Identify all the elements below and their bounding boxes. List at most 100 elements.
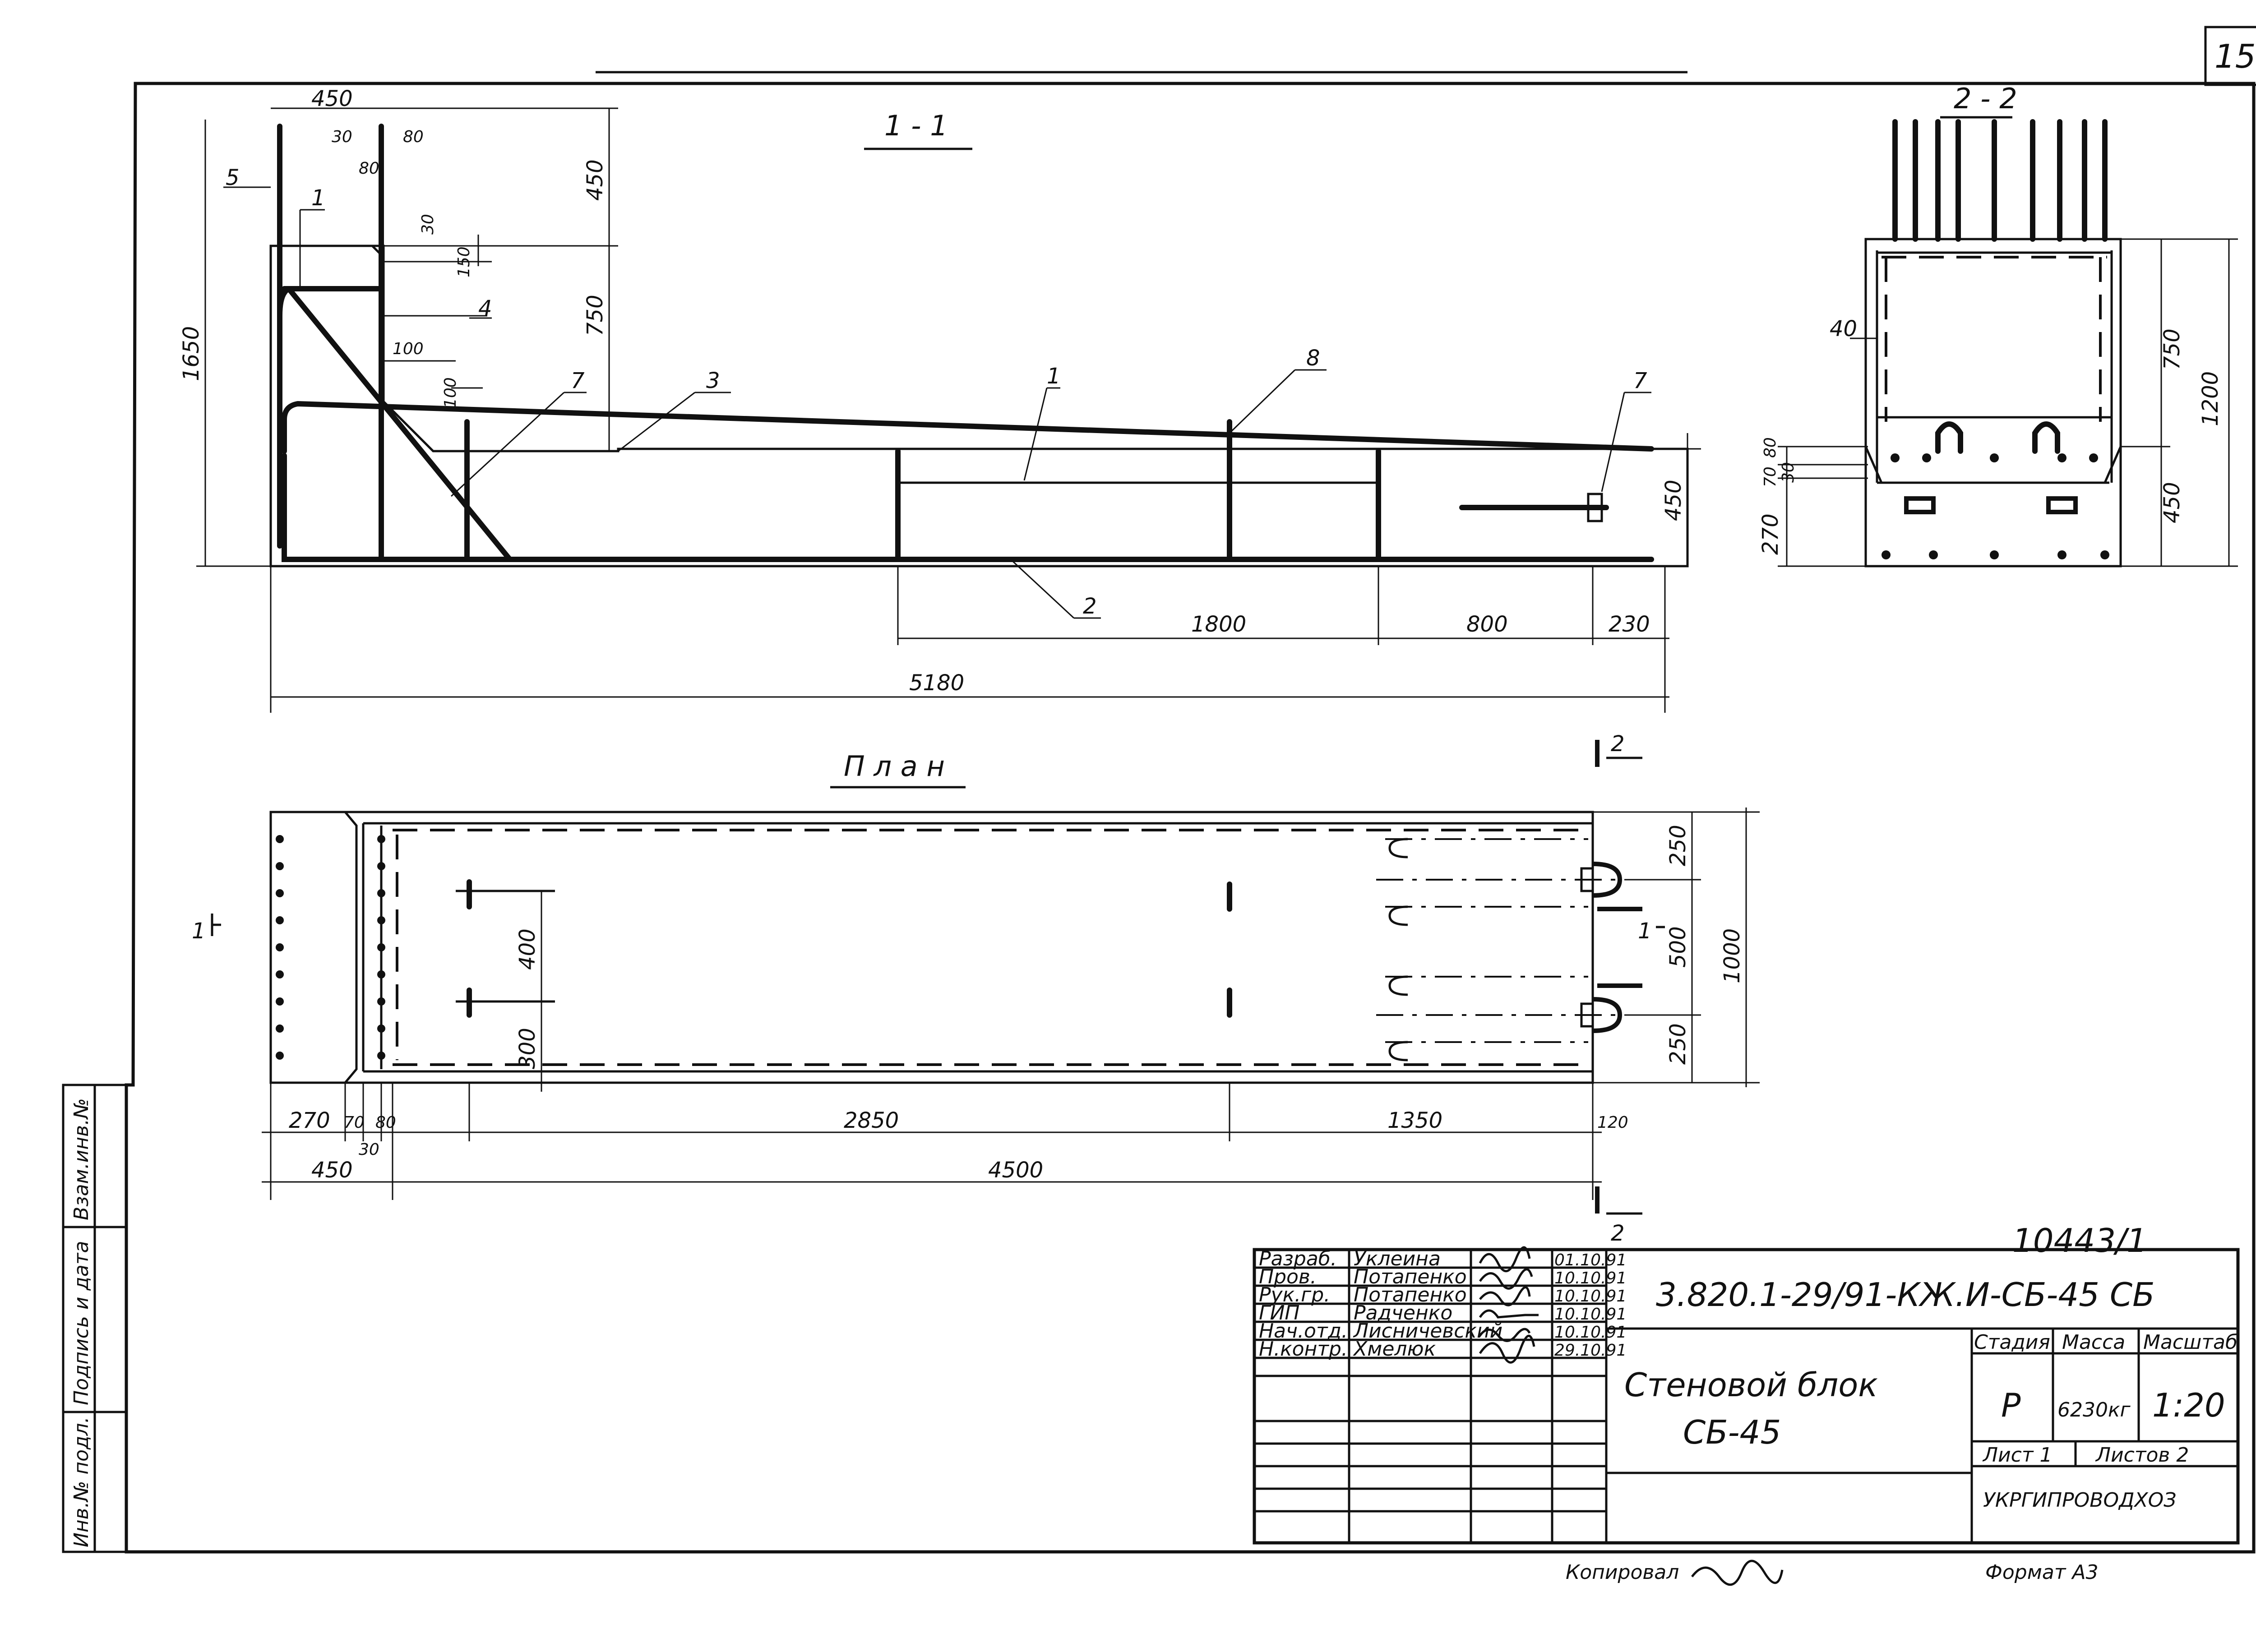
tb-name-4: Лисничевский	[1353, 1320, 1502, 1343]
tb-name-2: Потапенко	[1354, 1283, 1467, 1306]
plan-dim-300: 300	[515, 1028, 540, 1069]
dim-450-end: 450	[1661, 480, 1686, 521]
plan-section-marks	[211, 740, 1665, 1215]
copier-signature	[1691, 1560, 1784, 1586]
section-2-2: 2 - 2	[1778, 82, 2238, 568]
side-stamp-sign: Подпись и дата	[70, 1241, 93, 1405]
callout-1a: 1	[311, 185, 325, 211]
dim-80-a: 80	[403, 128, 424, 146]
tb-name-line1: Стеновой блок	[1624, 1366, 1878, 1404]
plan-dim-4500: 4500	[988, 1158, 1043, 1183]
dim-230: 230	[1609, 612, 1650, 637]
dim-100-b: 100	[441, 377, 460, 408]
plan-mark-1-right: 1	[1638, 918, 1652, 944]
callout-3: 3	[706, 368, 720, 393]
tb-head-stage: Стадия	[1974, 1331, 2050, 1354]
dim-80-c: 80	[1761, 437, 1780, 458]
tb-name-0: Уклеина	[1354, 1247, 1441, 1270]
tb-date-5: 29.10.91	[1554, 1341, 1627, 1360]
section-1-1-callouts	[223, 186, 1651, 619]
tb-name-1: Потапенко	[1354, 1265, 1467, 1288]
tb-head-scale: Масштаб	[2143, 1331, 2238, 1354]
tb-role-3: ГИП	[1259, 1301, 1300, 1324]
tb-val-stage: Р	[2001, 1386, 2021, 1424]
dim-80-b: 80	[359, 159, 379, 178]
tb-name-line2: СБ-45	[1683, 1413, 1781, 1451]
tb-date-4: 10.10.91	[1554, 1323, 1627, 1342]
plan-dim-1000: 1000	[1720, 928, 1745, 983]
plan-title: П л а н	[844, 750, 945, 783]
plan-dim-270: 270	[289, 1108, 330, 1133]
plan-view: П л а н	[192, 731, 1760, 1246]
dim-750: 750	[582, 295, 608, 336]
dim-30: 30	[332, 128, 352, 146]
callout-2: 2	[1083, 594, 1097, 619]
plan-mark-2-top: 2	[1611, 731, 1625, 757]
tb-date-0: 01.10.91	[1554, 1251, 1627, 1269]
dim-450-top: 450	[311, 86, 353, 111]
tb-org: УКРГИПРОВОДХОЗ	[1983, 1489, 2176, 1512]
plan-mark-1-left: 1	[192, 918, 206, 944]
plan-dim-30: 30	[359, 1140, 379, 1159]
plan-dim-500: 500	[1665, 926, 1691, 968]
callout-8: 8	[1306, 346, 1320, 371]
tb-head-mass: Масса	[2062, 1331, 2125, 1354]
tb-role-0: Разраб.	[1259, 1247, 1337, 1270]
dim-150: 150	[455, 246, 473, 277]
dim-1200: 1200	[2198, 371, 2223, 426]
tb-val-mass: 6230кг	[2057, 1398, 2131, 1421]
side-stamp-vzam: Взам.инв.№	[70, 1098, 93, 1220]
dim-450-right: 450	[582, 159, 608, 201]
plan-dim-120: 120	[1597, 1113, 1628, 1132]
plan-dim-250-b: 250	[1665, 1023, 1691, 1065]
dim-450-b: 450	[2159, 482, 2185, 523]
tb-code: 3.820.1-29/91-КЖ.И-СБ-45 СБ	[1656, 1276, 2155, 1314]
dim-100-a: 100	[393, 340, 424, 358]
side-stamp	[62, 1084, 128, 1553]
dim-800: 800	[1466, 612, 1508, 637]
side-stamp-inv: Инв.№ подл.	[70, 1417, 93, 1547]
plan-dim-400: 400	[515, 928, 540, 970]
plan-dim-450: 450	[311, 1158, 353, 1183]
plan-dim-80: 80	[375, 1113, 396, 1132]
sheet-number: 15	[2214, 37, 2256, 75]
callout-7a: 7	[571, 368, 585, 393]
footer-format: Формат А3	[1985, 1561, 2099, 1584]
tb-date-3: 10.10.91	[1554, 1305, 1627, 1324]
callout-1b: 1	[1047, 364, 1061, 389]
footer-copied: Копировал	[1566, 1561, 1679, 1584]
plan-dim-1350: 1350	[1387, 1108, 1442, 1133]
tb-val-scale: 1:20	[2152, 1386, 2225, 1424]
tb-role-5: Н.контр.	[1259, 1338, 1348, 1361]
dim-1800: 1800	[1191, 612, 1246, 637]
plan-mark-2-bottom: 2	[1611, 1221, 1625, 1246]
dim-30-c: 30	[1779, 462, 1798, 483]
dim-30-b: 30	[419, 214, 437, 235]
plan-dots	[276, 835, 385, 1060]
section-2-2-title: 2 - 2	[1954, 82, 2017, 115]
dim-5180: 5180	[909, 670, 964, 696]
plan-dimensions	[262, 808, 1760, 1200]
tb-role-4: Нач.отд.	[1259, 1320, 1348, 1343]
dim-40: 40	[1830, 316, 1857, 341]
callout-7b: 7	[1633, 368, 1647, 393]
tb-name-5: Хмелюк	[1353, 1338, 1436, 1361]
dim-70: 70	[1761, 466, 1780, 487]
tb-sheets: Листов 2	[2095, 1444, 2189, 1467]
tb-sheet: Лист 1	[1982, 1444, 2052, 1467]
title-block-rows: Разраб. Уклеина 01.10.91 Пров. Потапенко…	[1259, 1247, 1627, 1361]
dim-1650: 1650	[179, 326, 204, 381]
tb-role-2: Рук.гр.	[1259, 1283, 1330, 1306]
tb-name-3: Радченко	[1354, 1301, 1452, 1324]
section-1-1: 1 - 1	[179, 86, 1701, 713]
tb-date-1: 10.10.91	[1554, 1269, 1627, 1287]
section-1-1-title: 1 - 1	[884, 109, 948, 142]
stamp-number: 10443/1	[2012, 1222, 2147, 1260]
plan-dim-2850: 2850	[844, 1108, 899, 1133]
dim-270: 270	[1758, 513, 1783, 555]
plan-dim-70: 70	[344, 1113, 365, 1132]
callout-4: 4	[478, 296, 492, 321]
plan-dim-250-a: 250	[1665, 825, 1691, 866]
section-1-1-dimensions	[196, 107, 1701, 713]
